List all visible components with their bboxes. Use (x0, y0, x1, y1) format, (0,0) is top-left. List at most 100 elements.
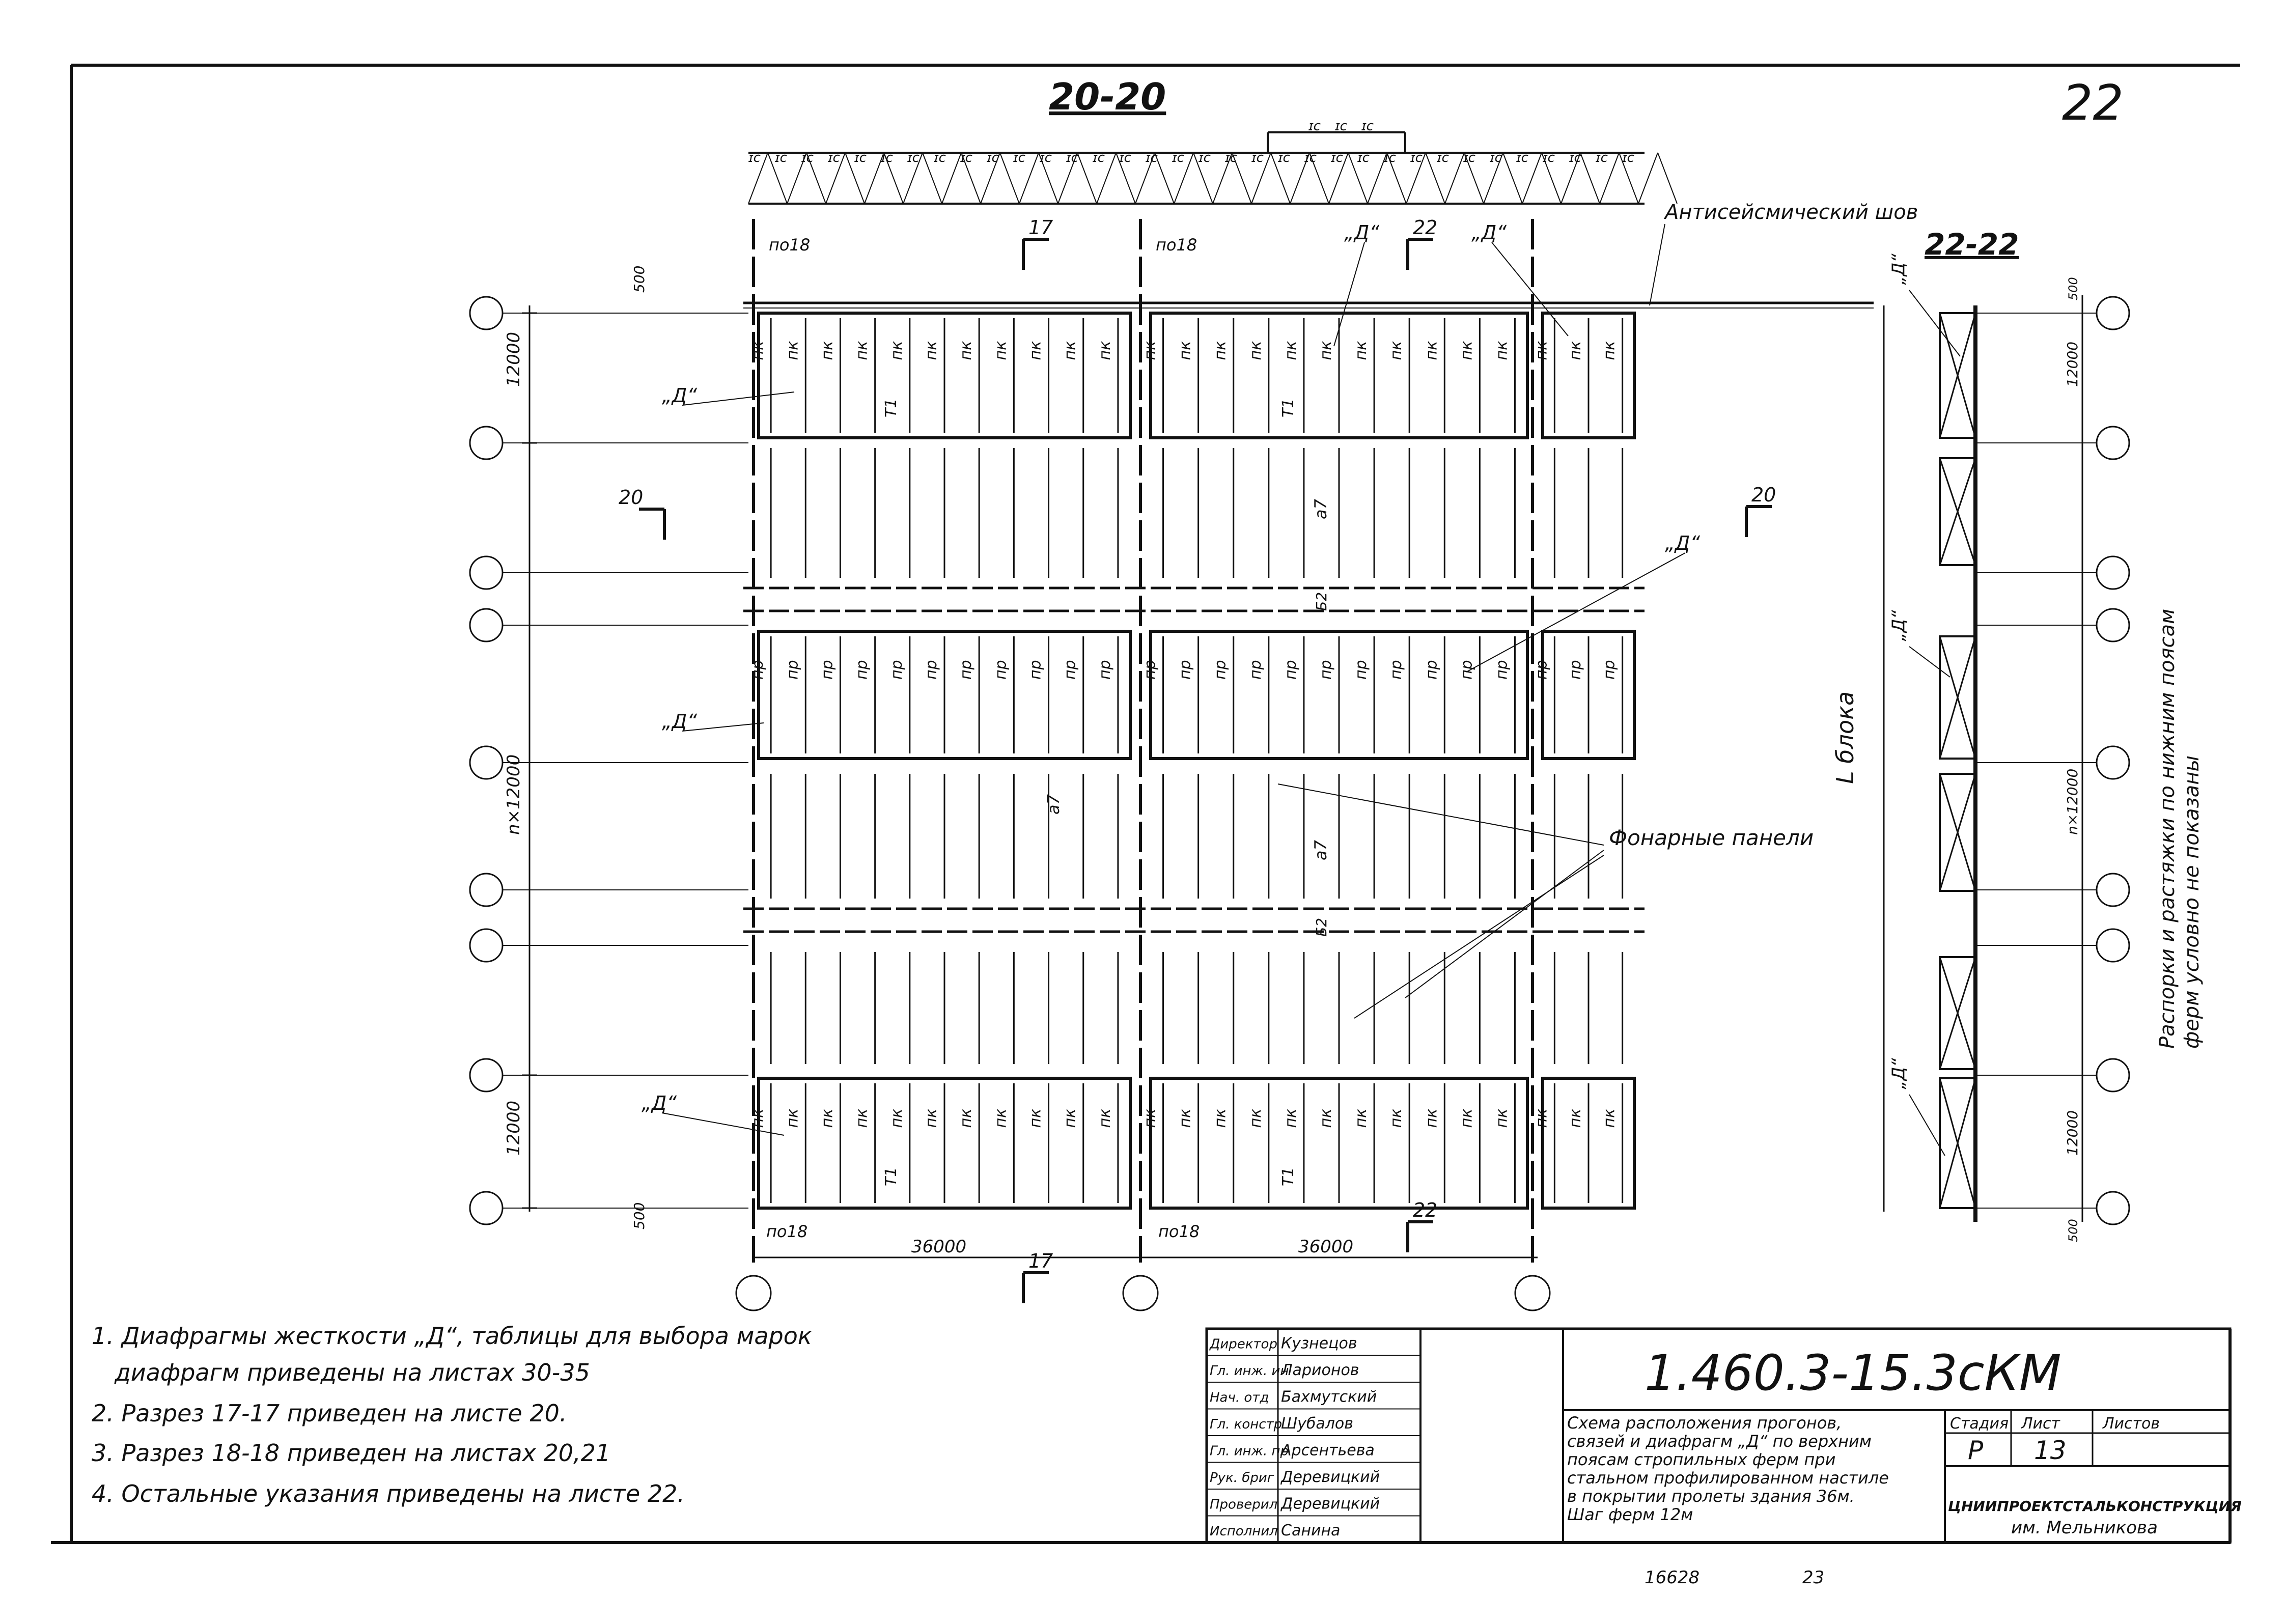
truss-diagonal (1135, 152, 1155, 204)
description-line: стальном профилированном настиле (1567, 1468, 1889, 1488)
truss-diagonal (1116, 152, 1136, 204)
purlin-symbol: ɪc (854, 150, 867, 165)
bracing-mark: а7 (1044, 794, 1063, 815)
panel-label: пр (1317, 660, 1335, 680)
diaphragm-frame (1541, 1077, 1636, 1210)
sheet-header: Лист (2021, 1415, 2061, 1433)
panel-label: пк (1096, 1109, 1114, 1128)
purlin-symbol: ɪc (1119, 150, 1131, 165)
block-length-label: L блока (1831, 691, 1859, 784)
staff-name: Бахмутский (1281, 1388, 1377, 1406)
panel-label: пк (853, 1109, 871, 1128)
panel-label: пк (1247, 341, 1265, 360)
panel-label: пк (1387, 341, 1405, 360)
grid-axis-bubble (469, 608, 504, 642)
truss-diagonal (1367, 152, 1387, 204)
grid-axis-bubble (469, 296, 504, 330)
grid-axis-bubble (1122, 1275, 1159, 1311)
panel-label: пк (853, 341, 871, 360)
purlin-symbol: ɪc (1146, 150, 1158, 165)
section-title-side: 22-22 (1925, 227, 2019, 262)
staff-role: Гл. констр (1210, 1417, 1282, 1432)
truss-panel (1939, 1077, 1976, 1209)
staff-name: Санина (1281, 1522, 1340, 1539)
purlin-symbol: ɪc (907, 150, 919, 165)
truss-diagonal (1939, 313, 1976, 438)
truss-diagonal (1174, 152, 1194, 204)
purlin-symbol: ɪc (987, 150, 999, 165)
purlin-symbol: ɪc (1335, 119, 1347, 134)
staff-name: Шубалов (1281, 1415, 1353, 1433)
panel-label: пк (1212, 1109, 1230, 1128)
note-line: 1. Диафрагмы жесткости „Д“, таблицы для … (92, 1322, 812, 1350)
purlin-symbol: ɪc (1361, 119, 1374, 134)
panel-label: пр (853, 660, 871, 680)
truss-diagonal (1309, 152, 1329, 204)
truss-diagonal (1483, 152, 1503, 204)
panel-label: пк (1458, 1109, 1475, 1128)
panel-label: пк (1247, 1109, 1265, 1128)
truss-diagonal (1406, 152, 1426, 204)
leader-line (1277, 783, 1604, 846)
truss-diagonal (864, 152, 884, 204)
truss-diagonal (1657, 152, 1678, 204)
truss-diagonal (1522, 152, 1542, 204)
panel-label: пк (784, 1109, 801, 1128)
truss-diagonal (922, 152, 942, 204)
truss-diagonal (1386, 152, 1407, 204)
organization-sub: им. Мельникова (2011, 1518, 2158, 1538)
purlin-symbol: ɪc (1013, 150, 1025, 165)
truss-diagonal (1561, 152, 1581, 204)
note-line: диафрагм приведены на листах 30-35 (114, 1359, 590, 1386)
panel-label: пк (923, 1109, 940, 1128)
purlin-symbol: ɪc (1596, 150, 1608, 165)
description-line: Шаг ферм 12м (1567, 1505, 1693, 1524)
staff-role: Проверил (1210, 1497, 1277, 1513)
truss-diagonal (1270, 152, 1291, 204)
grid-axis-bubble (735, 1275, 772, 1311)
grid-axis-bubble (1514, 1275, 1551, 1311)
panel-label: пк (923, 341, 940, 360)
grid-axis-bubble (469, 1058, 504, 1093)
staff-role: Рук. бриг (1210, 1470, 1274, 1486)
truss-diagonal (1232, 152, 1252, 204)
bracing-mark: Т1 (882, 1167, 900, 1186)
diaphragm-frame (757, 312, 1132, 439)
panel-label: пк (1493, 1109, 1511, 1128)
truss-diagonal (1425, 152, 1445, 204)
diaphragm-frame (1149, 630, 1529, 760)
purlin-symbol: ɪc (1543, 150, 1555, 165)
bracing-mark: а7 (1311, 839, 1330, 860)
diaphragm-frame (1149, 1077, 1529, 1210)
purlin-symbol: ɪc (881, 150, 893, 165)
truss-panel (1939, 773, 1976, 892)
grid-axis-bubble (469, 1191, 504, 1225)
staff-role: Директор (1209, 1337, 1277, 1352)
leader-line (1333, 242, 1365, 347)
note-line: 2. Разрез 17-17 приведен на листе 20. (92, 1399, 567, 1427)
truss-diagonal (1193, 152, 1213, 204)
truss-diagonal (1348, 152, 1368, 204)
dimension-label: 36000 (911, 1237, 966, 1257)
truss-diagonal (1638, 152, 1658, 204)
description-line: поясам стропильных ферм при (1567, 1450, 1835, 1469)
diaphragm-callout: „Д“ (662, 710, 697, 733)
note-line: 3. Разрез 18-18 приведен на листах 20,21 (92, 1439, 610, 1467)
truss-diagonal (806, 152, 826, 204)
bracing-mark: Т1 (1279, 1167, 1297, 1186)
bracing-mark: Б2 (1313, 592, 1330, 611)
purlin-symbol: ɪc (1463, 150, 1475, 165)
purlin-symbol: ɪc (1225, 150, 1237, 165)
panel-label: пр (1212, 660, 1230, 680)
truss-diagonal (825, 152, 846, 204)
purlin-symbol: ɪc (1172, 150, 1184, 165)
dimension-label: 500 (2066, 277, 2080, 300)
panel-label: пк (1062, 1109, 1079, 1128)
panel-label: пр (749, 660, 767, 680)
section-mark: по18 (769, 235, 810, 255)
panel-label: пр (1027, 660, 1045, 680)
truss-diagonal (767, 152, 788, 204)
truss-diagonal (1154, 152, 1175, 204)
dimension-label: 500 (2066, 1219, 2080, 1242)
